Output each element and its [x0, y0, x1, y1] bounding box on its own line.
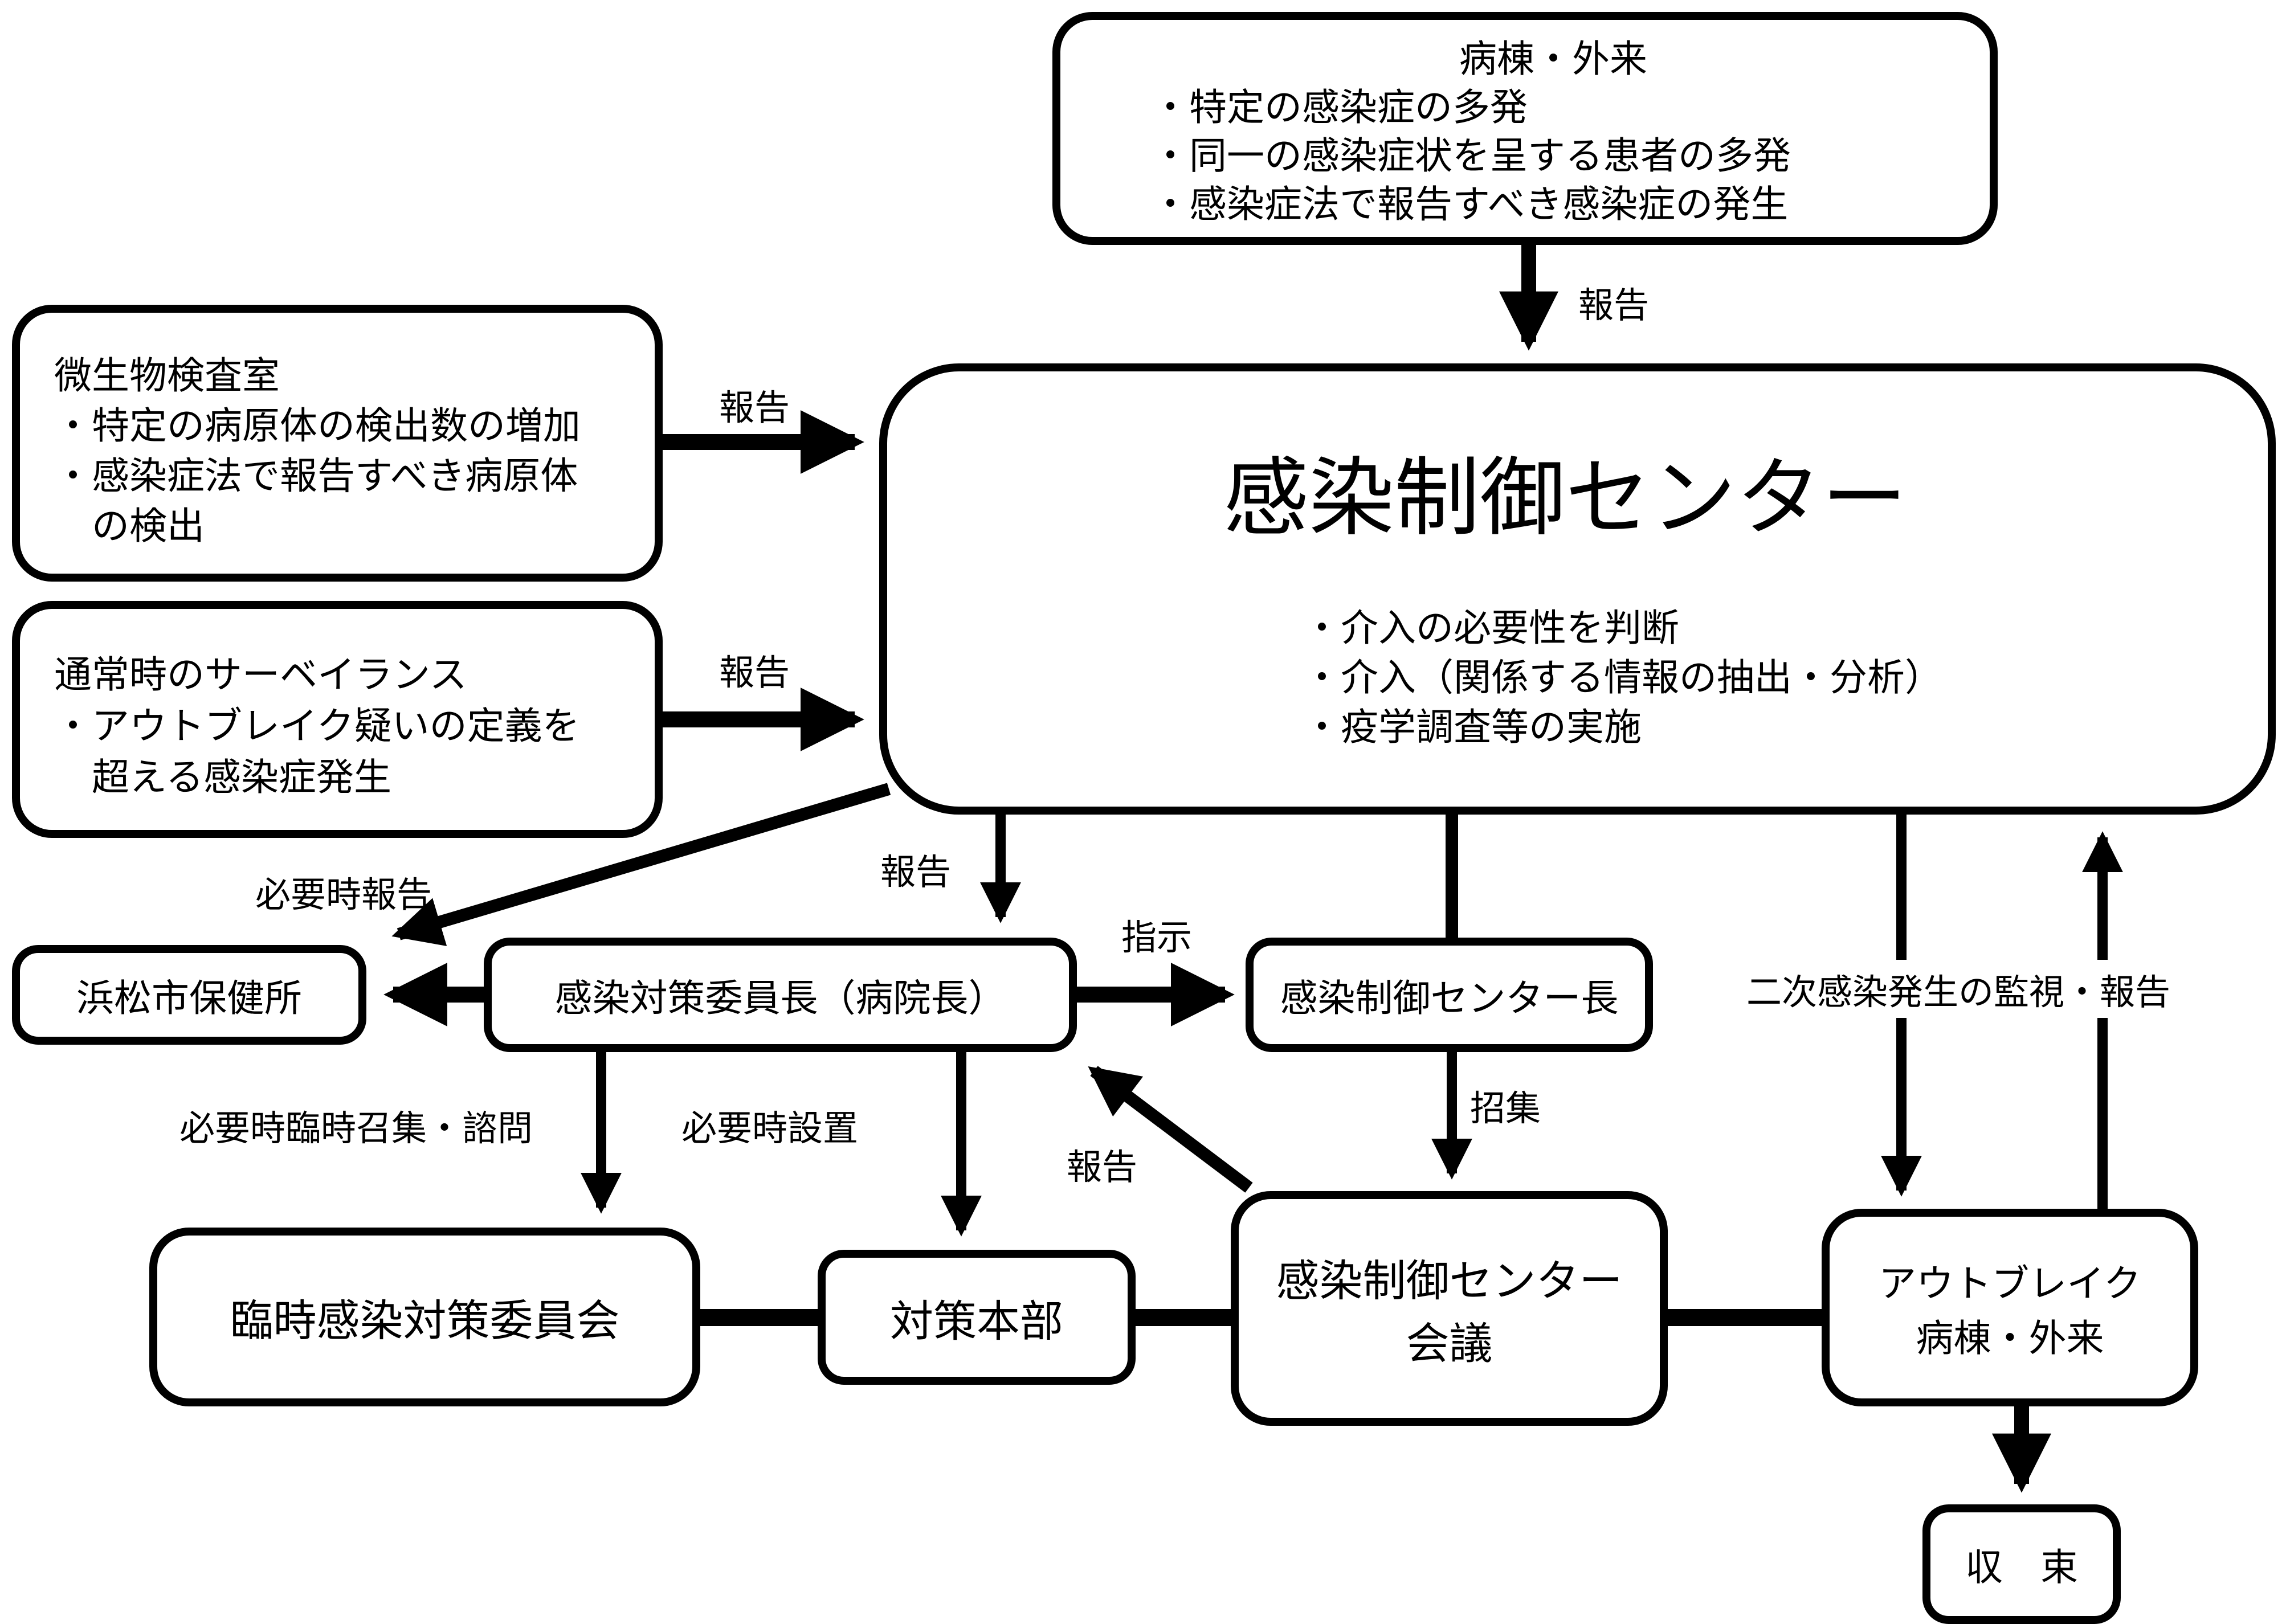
- ward-outpatient-item: ・感染症法で報告すべき感染症の発生: [1152, 182, 1789, 226]
- edge-label-director-to-meeting: 招集: [1470, 1079, 1541, 1131]
- health-center-label: 浜松市保健所: [76, 976, 302, 1020]
- temp-committee-box: 臨時感染対策委員会: [149, 1228, 700, 1406]
- center-director-label: 感染制御センター長: [1280, 976, 1619, 1020]
- microbiology-lab-item: ・感染症法で報告すべき病原体: [54, 454, 578, 498]
- headquarters-box: 対策本部: [818, 1250, 1136, 1385]
- surveillance-title: 通常時のサーベイランス: [54, 653, 467, 697]
- ward-outpatient-box: 病棟・外来 ・特定の感染症の多発 ・同一の感染症状を呈する患者の多発 ・感染症法…: [1052, 12, 1998, 245]
- arrow-meeting-to-chair: [1088, 1066, 1253, 1193]
- outbreak-ward-label-line2: 病棟・外来: [1916, 1316, 2104, 1360]
- outbreak-ward-label-line1: アウトブレイク: [1879, 1261, 2141, 1306]
- infection-control-center-item: ・介入の必要性を判断: [1303, 606, 1679, 650]
- microbiology-lab-item: の検出: [54, 504, 205, 548]
- center-meeting-label-line1: 感染制御センター: [1276, 1255, 1623, 1306]
- edge-label-chair-to-temp-committee: 必要時臨時召集・諮問: [179, 1099, 533, 1151]
- ward-outpatient-item: ・同一の感染症状を呈する患者の多発: [1152, 134, 1791, 178]
- infection-control-center-title: 感染制御センター: [1223, 449, 1908, 548]
- ward-outpatient-title: 病棟・外来: [1459, 37, 1647, 81]
- microbiology-lab-box: 微生物検査室 ・特定の病原体の検出数の増加 ・感染症法で報告すべき病原体 の検出: [12, 305, 663, 582]
- infection-control-center-box: 感染制御センター ・介入の必要性を判断 ・介入（関係する情報の抽出・分析） ・疫…: [879, 363, 2276, 815]
- center-meeting-label-line2: 会議: [1406, 1318, 1493, 1369]
- edge-label-chair-to-headquarters: 必要時設置: [681, 1099, 859, 1151]
- surveillance-box: 通常時のサーベイランス ・アウトブレイク疑いの定義を 超える感染症発生: [12, 601, 663, 838]
- outbreak-ward-box: アウトブレイク 病棟・外来: [1822, 1209, 2198, 1406]
- ward-outpatient-item: ・特定の感染症の多発: [1152, 85, 1528, 129]
- edge-label-center-to-chair: 報告: [880, 843, 952, 894]
- edge-label-surveillance-to-center: 報告: [719, 644, 790, 695]
- edge-label-meeting-to-chair: 報告: [1067, 1146, 1138, 1188]
- infection-control-center-item: ・介入（関係する情報の抽出・分析）: [1303, 656, 1942, 699]
- microbiology-lab-title: 微生物検査室: [54, 354, 280, 398]
- edge-label-lab-to-center: 報告: [719, 379, 790, 430]
- committee-chair-label: 感染対策委員長（病院長）: [554, 976, 1006, 1020]
- convergence-label: 収 束: [1965, 1545, 2078, 1589]
- convergence-box: 収 束: [1922, 1504, 2121, 1624]
- committee-chair-box: 感染対策委員長（病院長）: [484, 938, 1077, 1052]
- headquarters-label: 対策本部: [890, 1295, 1063, 1347]
- arrow-center-to-health-center: [391, 783, 891, 946]
- edge-label-secondary-monitoring: 二次感染発生の監視・報告: [1746, 960, 2171, 1018]
- temp-committee-label: 臨時感染対策委員会: [230, 1295, 620, 1346]
- edge-label-ward-to-center: 報告: [1578, 276, 1650, 328]
- edge-label-chair-to-director: 指示: [1121, 909, 1193, 960]
- microbiology-lab-item: ・特定の病原体の検出数の増加: [54, 404, 581, 448]
- surveillance-item: 超える感染症発生: [54, 755, 392, 799]
- health-center-box: 浜松市保健所: [12, 945, 366, 1045]
- surveillance-item: ・アウトブレイク疑いの定義を: [54, 704, 580, 748]
- infection-control-center-item: ・疫学調査等の実施: [1303, 705, 1642, 749]
- edge-label-center-to-health-center: 必要時報告: [255, 874, 432, 915]
- center-director-box: 感染制御センター長: [1246, 938, 1653, 1052]
- center-meeting-box: 感染制御センター 会議: [1231, 1191, 1668, 1426]
